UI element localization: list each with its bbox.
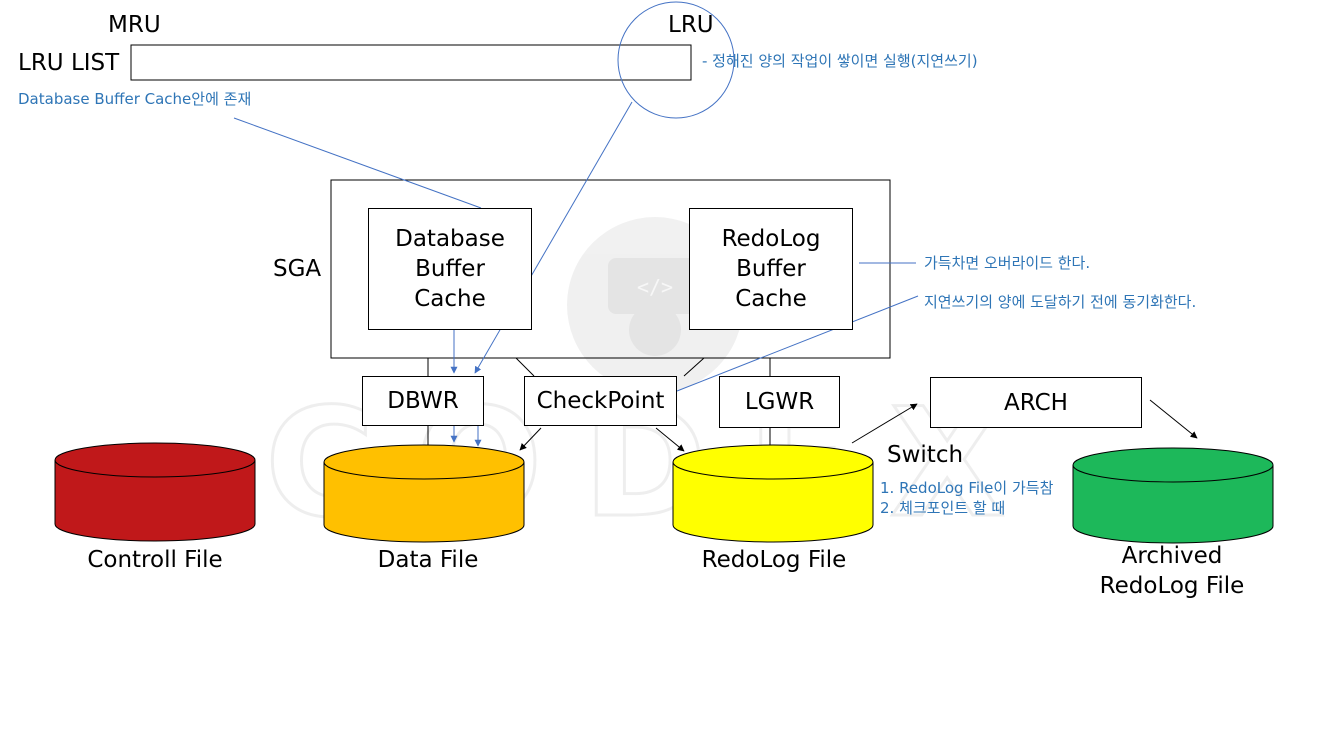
database-buffer-cache-line: Cache <box>414 286 486 312</box>
redolog-buffer-cache-line: Cache <box>735 286 807 312</box>
mru-label: MRU <box>108 12 161 38</box>
archived-label-line: RedoLog File <box>1099 573 1245 599</box>
lru-highlight-circle <box>617 1 735 119</box>
database-buffer-cache-line: Database <box>395 226 505 252</box>
data-file-label: Data File <box>377 547 479 573</box>
redolog-file-cylinder <box>672 444 874 543</box>
svg-text:</>: </> <box>637 275 673 299</box>
sga-label: SGA <box>273 256 322 282</box>
lru-location-note: Database Buffer Cache안에 존재 <box>18 90 252 108</box>
archived-redolog-file-label: Archived RedoLog File <box>1072 541 1272 601</box>
archived-redolog-file-cylinder <box>1072 447 1274 544</box>
lru-list-bar <box>130 44 692 81</box>
process-connectors <box>427 357 771 447</box>
sync-note: 지연쓰기의 양에 도달하기 전에 동기화한다. <box>924 293 1197 311</box>
control-file-cylinder <box>54 442 256 542</box>
dbwr-box: DBWR <box>362 376 484 426</box>
switch-reason: 2. 체크포인트 할 때 <box>880 499 1006 517</box>
arch-box: ARCH <box>930 377 1142 428</box>
database-buffer-cache-box: Database Buffer Cache <box>368 208 532 330</box>
redolog-buffer-cache-box: RedoLog Buffer Cache <box>689 208 853 330</box>
control-file-label: Controll File <box>87 547 223 573</box>
lru-label: LRU <box>668 12 714 38</box>
database-buffer-cache-line: Buffer <box>415 256 485 282</box>
lru-write-note: - 정해진 양의 작업이 쌓이면 실행(지연쓰기) <box>702 52 978 70</box>
switch-reason: 1. RedoLog File이 가득참 <box>880 479 1054 497</box>
redolog-buffer-cache-line: RedoLog <box>721 226 821 252</box>
overwrite-note: 가득차면 오버라이드 한다. <box>924 254 1091 272</box>
archived-label-line: Archived <box>1121 543 1223 569</box>
process-arrows <box>519 399 1198 452</box>
switch-label: Switch <box>887 442 964 468</box>
redolog-file-label: RedoLog File <box>701 547 847 573</box>
checkpoint-box: CheckPoint <box>524 376 677 426</box>
lgwr-box: LGWR <box>719 376 840 428</box>
sga-container <box>330 179 891 359</box>
lru-list-label: LRU LIST <box>18 50 120 76</box>
redolog-buffer-cache-line: Buffer <box>736 256 806 282</box>
data-file-cylinder <box>323 444 525 543</box>
